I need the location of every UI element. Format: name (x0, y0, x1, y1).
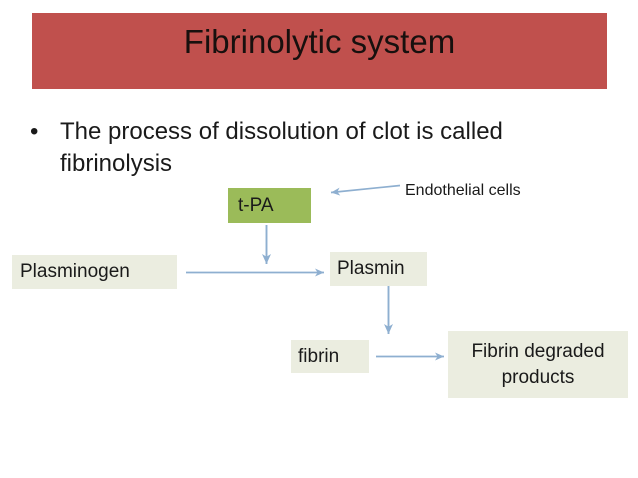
page-title: Fibrinolytic system (183, 23, 456, 60)
bullet-item-label: The process of dissolution of clot is ca… (60, 118, 503, 177)
diagram-node-fibrin-degraded-products: Fibrin degraded products (448, 331, 628, 398)
diagram-node-tpa: t-PA (228, 188, 311, 223)
diagram-node-fibrin: fibrin (291, 340, 369, 373)
bullet-list: • The process of dissolution of clot is … (30, 116, 590, 180)
arrow-endothelial-to-tpa (330, 184, 401, 196)
diagram-node-plasminogen: Plasminogen (12, 255, 177, 289)
title-banner: Fibrinolytic system (32, 13, 607, 89)
diagram-label-endothelial-cells: Endothelial cells (405, 182, 521, 199)
diagram-node-plasmin: Plasmin (330, 252, 427, 286)
bullet-dot-icon: • (30, 118, 39, 145)
list-item: • The process of dissolution of clot is … (30, 116, 590, 180)
